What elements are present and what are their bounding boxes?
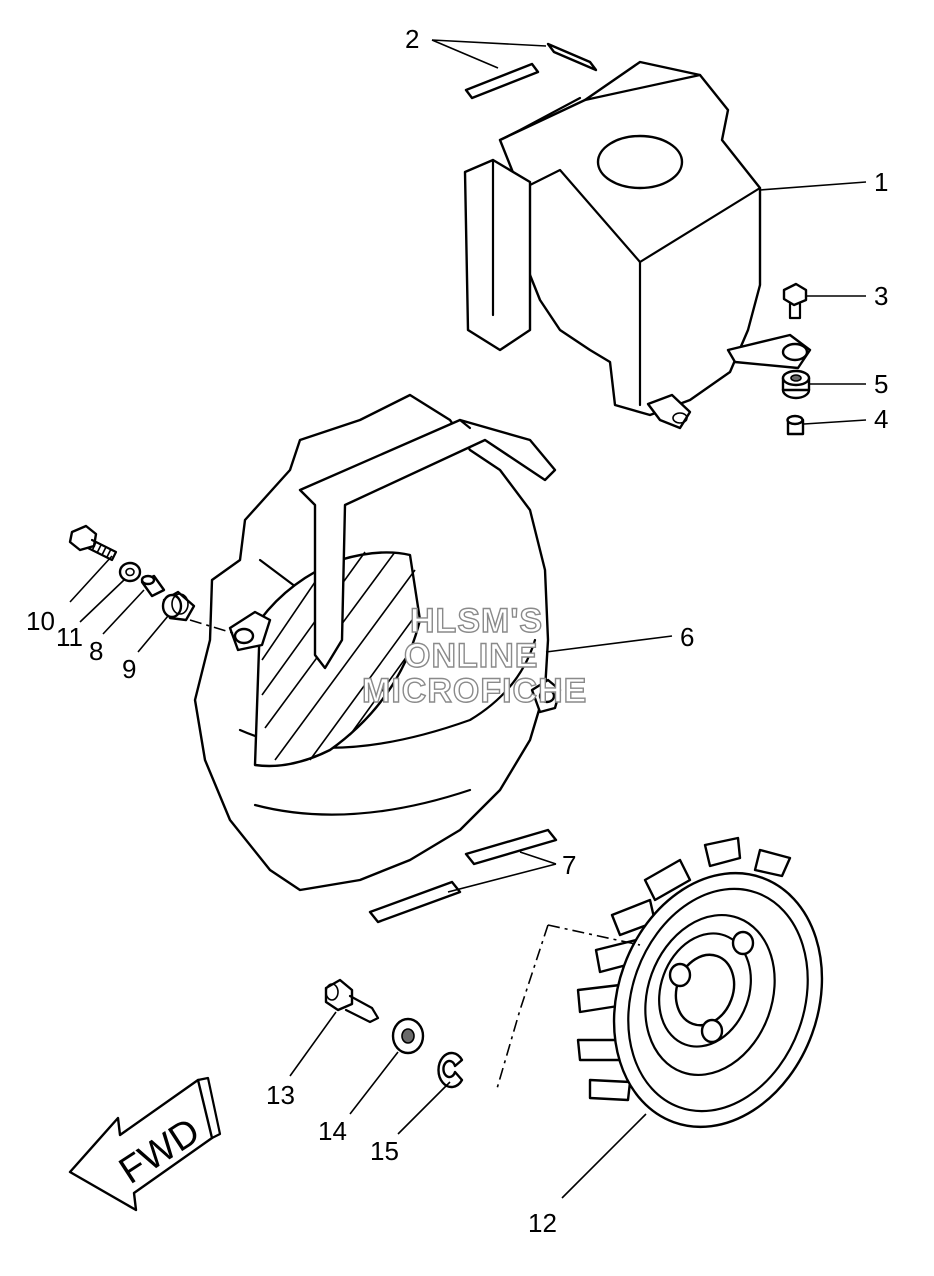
callout-10: 10	[26, 606, 55, 636]
callout-11: 11	[56, 622, 83, 652]
part-11-washer	[118, 561, 142, 583]
part-6-fan-housing	[189, 393, 562, 892]
callout-2: 2	[405, 24, 419, 54]
callout-8: 8	[89, 636, 103, 666]
watermark-line-2: ONLINE	[404, 637, 538, 675]
part-8-collar	[140, 574, 166, 598]
part-13-bolt	[324, 978, 380, 1024]
callout-9: 9	[122, 654, 136, 684]
part-2-strips	[464, 42, 598, 100]
part-3-screw	[782, 282, 808, 320]
callout-1: 1	[874, 167, 888, 197]
callout-6: 6	[680, 622, 694, 652]
part-12-flywheel-fan	[495, 836, 824, 1129]
callout-13: 13	[266, 1080, 295, 1110]
callout-14: 14	[318, 1116, 347, 1146]
callout-4: 4	[874, 404, 888, 434]
part-14-washer	[391, 1017, 425, 1055]
callout-7: 7	[562, 850, 576, 880]
leader-lines	[69, 39, 867, 1199]
fwd-direction-arrow: FWD	[68, 1076, 222, 1212]
watermark: HLSM'S ONLINE MICROFICHE	[361, 601, 587, 710]
part-15-clip	[437, 1051, 464, 1089]
watermark-line-3: MICROFICHE	[362, 672, 587, 710]
part-1-shroud-cover	[463, 60, 812, 430]
callout-numbers: 2 1 3 5 4 6 7 10 11 8 9 13 14 15 12	[26, 24, 888, 1238]
part-9-grommet	[161, 590, 196, 622]
watermark-line-1: HLSM'S	[410, 602, 543, 640]
callout-12: 12	[528, 1208, 557, 1238]
callout-15: 15	[370, 1136, 399, 1166]
part-4-collar	[786, 414, 805, 436]
callout-3: 3	[874, 281, 888, 311]
part-5-grommet	[781, 369, 811, 400]
callout-5: 5	[874, 369, 888, 399]
part-10-screw	[68, 524, 118, 562]
part-7-strips	[368, 828, 558, 924]
